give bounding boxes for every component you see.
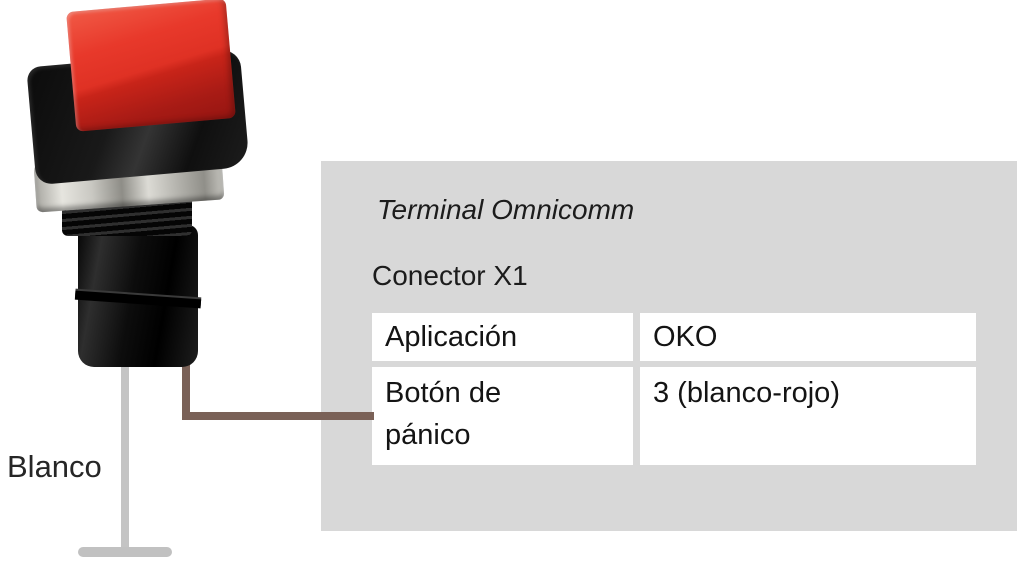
terminal-panel: Terminal Omnicomm Conector X1 Aplicación… — [321, 161, 1017, 531]
application-label: Aplicación — [385, 321, 518, 353]
panic-pin-value: 3 (blanco-rojo) — [653, 377, 840, 409]
connector-table: Aplicación OKO Botón de pánico 3 (blanco… — [372, 313, 976, 465]
table-row-panic-value: 3 (blanco-rojo) — [640, 367, 976, 465]
panic-button-label: Botón de pánico — [385, 377, 502, 451]
panic-wire-vertical — [182, 364, 190, 420]
connector-subtitle: Conector X1 — [372, 260, 528, 291]
application-value: OKO — [653, 321, 718, 353]
table-row-application-value: OKO — [640, 313, 976, 361]
white-wire-end-terminal — [78, 547, 172, 557]
button-red-cap — [66, 0, 236, 132]
table-row-application-label: Aplicación — [372, 313, 633, 361]
white-wire-label: Blanco — [7, 449, 102, 484]
panel-title: Terminal Omnicomm — [377, 194, 635, 225]
white-wire-vertical — [121, 358, 129, 552]
table-row-panic-label: Botón de pánico — [372, 367, 633, 465]
panic-button-photo — [25, 0, 260, 370]
panic-wire-horizontal — [182, 412, 374, 420]
